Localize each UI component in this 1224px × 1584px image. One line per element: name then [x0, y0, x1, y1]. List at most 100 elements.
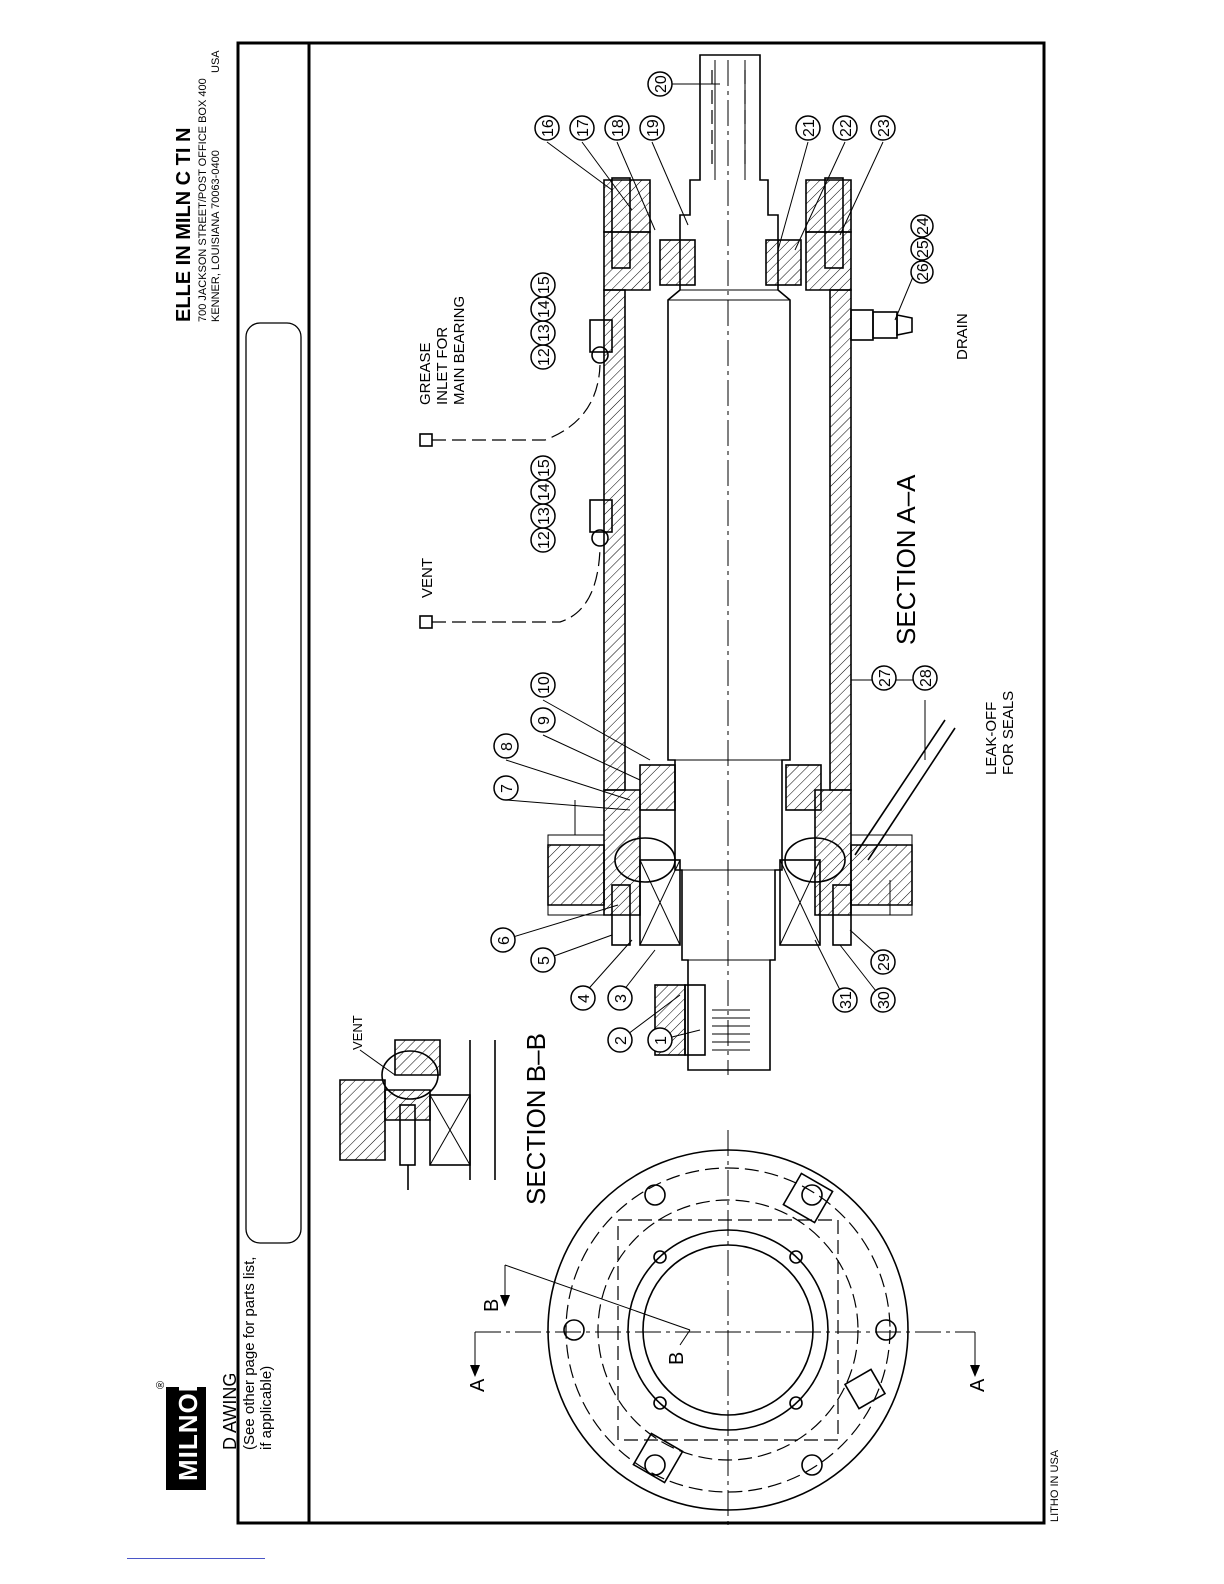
cut-a-top-label: A: [467, 1378, 489, 1392]
leakoff-label-2: FOR SEALS: [1000, 691, 1017, 775]
balloon-13-vent: 13: [530, 503, 556, 529]
drain-label: DRAIN: [954, 313, 971, 360]
balloon-5: 5: [530, 947, 556, 973]
balloon-9: 9: [530, 707, 556, 733]
cut-a-bottom-label: A: [967, 1378, 989, 1392]
balloon-15-grease: 15: [530, 272, 556, 298]
svg-text:7: 7: [499, 784, 516, 793]
balloon-20: 20: [647, 71, 673, 97]
svg-text:15: 15: [536, 459, 553, 477]
vent-bb-label: VENT: [350, 1015, 365, 1050]
grease-label-2: INLET FOR: [434, 327, 451, 405]
balloon-14-grease: 14: [530, 296, 556, 322]
svg-text:24: 24: [915, 217, 932, 235]
title-box: [245, 322, 302, 1244]
svg-text:10: 10: [536, 676, 553, 694]
svg-text:14: 14: [536, 483, 553, 501]
svg-text:18: 18: [610, 119, 627, 137]
logo-registered: ®: [155, 1381, 167, 1389]
balloon-2: 2: [607, 1027, 633, 1053]
section-aa-label: SECTION A–A: [891, 474, 921, 645]
balloon-23: 23: [870, 115, 896, 141]
svg-text:5: 5: [536, 956, 553, 965]
balloon-6: 6: [490, 927, 516, 953]
svg-text:21: 21: [801, 119, 818, 137]
company-address-1: 700 JACKSON STREET/POST OFFICE BOX 400: [197, 78, 209, 322]
balloon-16: 16: [534, 115, 560, 141]
svg-text:12: 12: [536, 348, 553, 366]
balloon-12-vent: 12: [530, 527, 556, 553]
balloon-19: 19: [639, 115, 665, 141]
balloon-21: 21: [795, 115, 821, 141]
svg-text:23: 23: [876, 119, 893, 137]
svg-text:8: 8: [499, 742, 516, 751]
svg-text:17: 17: [575, 119, 592, 137]
drawing-note-1: (See other page for parts list,: [241, 1257, 258, 1450]
svg-text:2: 2: [613, 1036, 630, 1045]
svg-text:28: 28: [918, 669, 935, 687]
leakoff-label-1: LEAK-OFF: [983, 702, 1000, 775]
balloon-22: 22: [832, 115, 858, 141]
balloon-1: 1: [647, 1027, 673, 1053]
balloon-4: 4: [570, 985, 596, 1011]
grease-label-1: GREASE: [417, 342, 434, 405]
svg-text:1: 1: [653, 1036, 670, 1045]
footer-link-underline[interactable]: [127, 1558, 265, 1559]
svg-text:9: 9: [536, 716, 553, 725]
balloon-30: 30: [870, 987, 896, 1013]
drawing-label: D AWING: [220, 1373, 240, 1450]
balloon-31: 31: [832, 987, 858, 1013]
balloon-17: 17: [569, 115, 595, 141]
leader-lines: [502, 83, 926, 1041]
sheet-border: [236, 41, 1046, 1525]
company-address-2: KENNER, LOUISIANA 70063-0400: [210, 150, 222, 322]
svg-text:27: 27: [877, 669, 894, 687]
balloon-7: 7: [493, 775, 519, 801]
balloons: 20 16 17 18 19 21 22 23 12 13 14 15 12 1…: [490, 71, 938, 1053]
svg-text:22: 22: [838, 119, 855, 137]
svg-text:20: 20: [653, 75, 670, 93]
company-country: USA: [210, 50, 222, 73]
balloon-25: 25: [910, 237, 934, 261]
balloon-27: 27: [871, 665, 897, 691]
balloon-15-vent: 15: [530, 455, 556, 481]
balloon-10: 10: [530, 672, 556, 698]
svg-text:15: 15: [536, 276, 553, 294]
svg-text:12: 12: [536, 531, 553, 549]
cut-plane-markers: [470, 1264, 980, 1377]
svg-text:6: 6: [496, 936, 513, 945]
svg-text:30: 30: [876, 991, 893, 1009]
svg-text:3: 3: [613, 994, 630, 1003]
svg-text:19: 19: [645, 119, 662, 137]
vent-label: VENT: [419, 558, 436, 598]
balloon-24: 24: [910, 214, 934, 238]
svg-text:26: 26: [915, 263, 932, 281]
grease-label-3: MAIN BEARING: [451, 296, 468, 405]
balloon-28: 28: [912, 665, 938, 691]
balloon-13-grease: 13: [530, 320, 556, 346]
svg-text:16: 16: [540, 119, 557, 137]
svg-text:25: 25: [915, 240, 932, 258]
company-name: ELLE IN MILN C TI N: [173, 128, 195, 322]
balloon-14-vent: 14: [530, 479, 556, 505]
flange-end-view: [475, 1130, 975, 1530]
cut-b-bottom-label: B: [666, 1352, 688, 1365]
balloon-26: 26: [910, 260, 934, 284]
svg-text:4: 4: [576, 994, 593, 1003]
balloon-29: 29: [870, 949, 896, 975]
section-aa-assembly: [419, 54, 956, 1075]
svg-text:13: 13: [536, 324, 553, 342]
section-bb-detail: [339, 1039, 496, 1190]
balloon-12-grease: 12: [530, 344, 556, 370]
svg-text:31: 31: [838, 991, 855, 1009]
svg-text:13: 13: [536, 507, 553, 525]
logo-text: MILNOR: [173, 1372, 203, 1481]
section-bb-label: SECTION B–B: [521, 1033, 551, 1205]
cut-b-top-label: B: [481, 1299, 503, 1312]
milnor-logo: MILNOR ®: [155, 1372, 206, 1490]
drawing-note-2: if applicable): [258, 1366, 275, 1450]
balloon-3: 3: [607, 985, 633, 1011]
litho-text: LITHO IN USA: [1049, 1449, 1061, 1522]
balloon-18: 18: [604, 115, 630, 141]
